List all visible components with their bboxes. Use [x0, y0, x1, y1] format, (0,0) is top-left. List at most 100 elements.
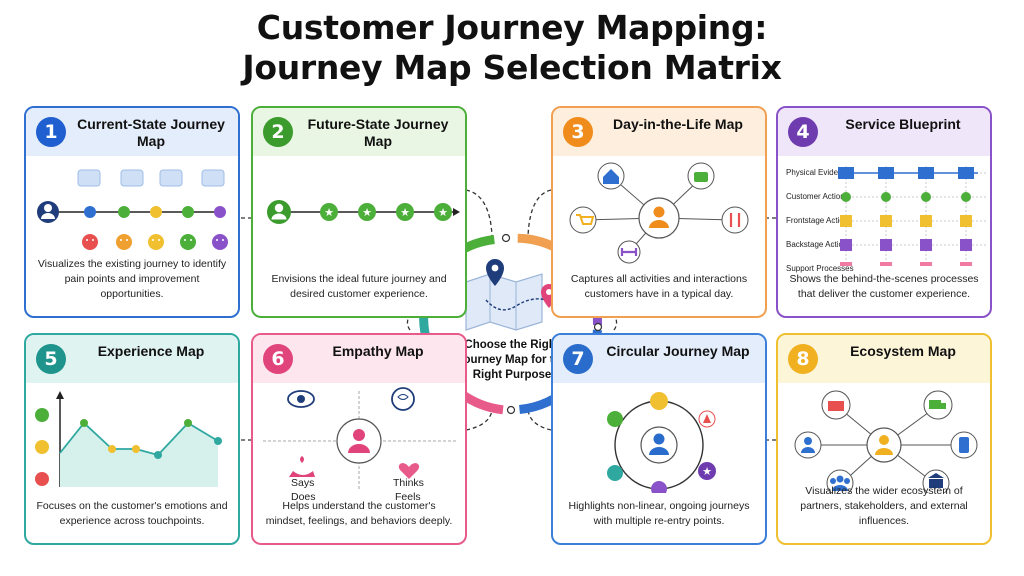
card-number: 4	[788, 117, 818, 147]
card-circular-journey-map: 7 Circular Journey Map ★ Highlights non-…	[551, 333, 767, 545]
step-dot	[118, 206, 130, 218]
card-header: 5 Experience Map	[26, 335, 238, 383]
dumbbell-icon	[617, 240, 641, 264]
step-dot	[84, 206, 96, 218]
day-in-the-life-visual	[569, 162, 749, 264]
title-line-2: Journey Map Selection Matrix	[242, 48, 782, 87]
page-title: Customer Journey Mapping: Journey Map Se…	[0, 8, 1024, 88]
card-number: 7	[563, 344, 593, 374]
home-icon	[597, 162, 625, 190]
user-icon	[348, 429, 370, 453]
svg-text:★: ★	[438, 206, 448, 219]
svg-text:★: ★	[400, 206, 410, 219]
step-dot	[182, 206, 194, 218]
shopping-cart-icon	[569, 206, 597, 234]
speech-bubble-icon	[77, 169, 101, 187]
card-current-state-journey-map: 1 Current-State Journey Map Visualizes t…	[24, 106, 240, 318]
eye-icon	[287, 390, 315, 408]
card-description: Highlights non-linear, ongoing journeys …	[568, 500, 750, 527]
card-title: Future-State Journey Map	[307, 116, 449, 149]
star-icon	[698, 462, 716, 480]
card-ecosystem-map: 8 Ecosystem Map Visualizes the wider eco…	[776, 333, 992, 545]
user-icon	[649, 433, 669, 455]
card-description: Visualizes the existing journey to ident…	[37, 258, 227, 300]
card-description: Captures all activities and interactions…	[570, 273, 748, 300]
card-description: Shows the behind-the-scenes processes th…	[789, 273, 979, 300]
dining-icon	[721, 206, 749, 234]
empathy-says-label: Says	[291, 477, 315, 489]
connector-3	[527, 189, 552, 237]
card-number: 5	[36, 344, 66, 374]
card-header: 4 Service Blueprint	[778, 108, 990, 156]
group-icon	[826, 469, 854, 493]
heart-icon	[398, 463, 420, 479]
journey-node	[607, 411, 623, 427]
card-number: 1	[36, 117, 66, 147]
star-icon	[320, 203, 452, 221]
empathy-feels-label: Feels	[395, 491, 421, 503]
user-icon	[37, 201, 59, 223]
store-icon	[821, 390, 851, 420]
happy-face-icon	[212, 234, 228, 250]
card-title: Service Blueprint	[845, 116, 961, 132]
card-title: Empathy Map	[332, 343, 424, 359]
card-number: 8	[788, 344, 818, 374]
blueprint-row-label: Support Processes	[786, 264, 854, 273]
card-header: 7 Circular Journey Map	[553, 335, 765, 383]
card-header: 3 Day-in-the-Life Map	[553, 108, 765, 156]
circular-journey-visual: ★	[607, 392, 716, 493]
ecosystem-map-visual	[794, 390, 978, 493]
card-title: Day-in-the-Life Map	[613, 116, 743, 132]
bank-icon	[922, 469, 950, 493]
ring-dot	[593, 322, 603, 332]
ring-dot	[501, 233, 511, 243]
person-icon	[794, 431, 822, 459]
journey-node	[650, 392, 668, 410]
experience-map-visual	[35, 391, 222, 487]
sad-face-icon	[35, 472, 49, 486]
neutral-face-icon	[35, 440, 49, 454]
current-state-visual	[37, 169, 228, 250]
connector-6	[465, 409, 493, 431]
title-line-1: Customer Journey Mapping:	[256, 8, 768, 47]
card-number: 6	[263, 344, 293, 374]
card-description: Focuses on the customer's emotions and e…	[36, 500, 228, 527]
journey-node	[651, 481, 667, 493]
svg-text:★: ★	[702, 465, 712, 478]
service-blueprint-visual	[832, 166, 986, 266]
card-day-in-the-life-map: 3 Day-in-the-Life Map Captures all activ…	[551, 106, 767, 318]
map-icon	[465, 259, 557, 331]
step-dot	[214, 206, 226, 218]
card-description: Envisions the ideal future journey and d…	[271, 273, 447, 300]
future-state-visual: ★ ★ ★ ★	[267, 200, 460, 224]
ring-dot	[506, 405, 516, 415]
neutral-face-icon	[116, 234, 132, 250]
svg-text:★: ★	[324, 206, 334, 219]
connector-2	[465, 189, 493, 237]
neutral-face-icon	[148, 234, 164, 250]
card-title: Ecosystem Map	[850, 343, 956, 359]
card-description: Visualizes the wider ecosystem of partne…	[800, 485, 968, 527]
svg-text:★: ★	[362, 206, 372, 219]
connector-7	[527, 409, 552, 431]
empathy-thinks-label: Thinks	[393, 477, 424, 489]
card-header: 2 Future-State Journey Map	[253, 108, 465, 156]
blueprint-row-label: Customer Actions	[786, 192, 849, 201]
user-icon	[649, 206, 669, 228]
card-header: 8 Ecosystem Map	[778, 335, 990, 383]
step-dot	[150, 206, 162, 218]
speech-bubble-icon	[201, 169, 225, 187]
hand-heart-icon	[289, 456, 315, 477]
empathy-does-label: Does	[291, 491, 316, 503]
card-future-state-journey-map: 2 Future-State Journey Map ★ ★ ★ ★ Envision…	[251, 106, 467, 318]
blueprint-row-label: Backstage Actions	[786, 240, 852, 249]
card-experience-map: 5 Experience Map Focuses on the customer…	[24, 333, 240, 545]
briefcase-icon	[687, 162, 715, 190]
card-description: Helps understand the customer's mindset,…	[265, 500, 453, 527]
card-title: Experience Map	[97, 343, 205, 359]
blueprint-row-label: Physical Evidence	[786, 168, 851, 177]
speech-bubble-icon	[159, 169, 183, 187]
user-icon	[267, 200, 291, 224]
center-caption: Choose the Right Journey Map for the Rig…	[457, 339, 567, 381]
card-header: 1 Current-State Journey Map	[26, 108, 238, 156]
